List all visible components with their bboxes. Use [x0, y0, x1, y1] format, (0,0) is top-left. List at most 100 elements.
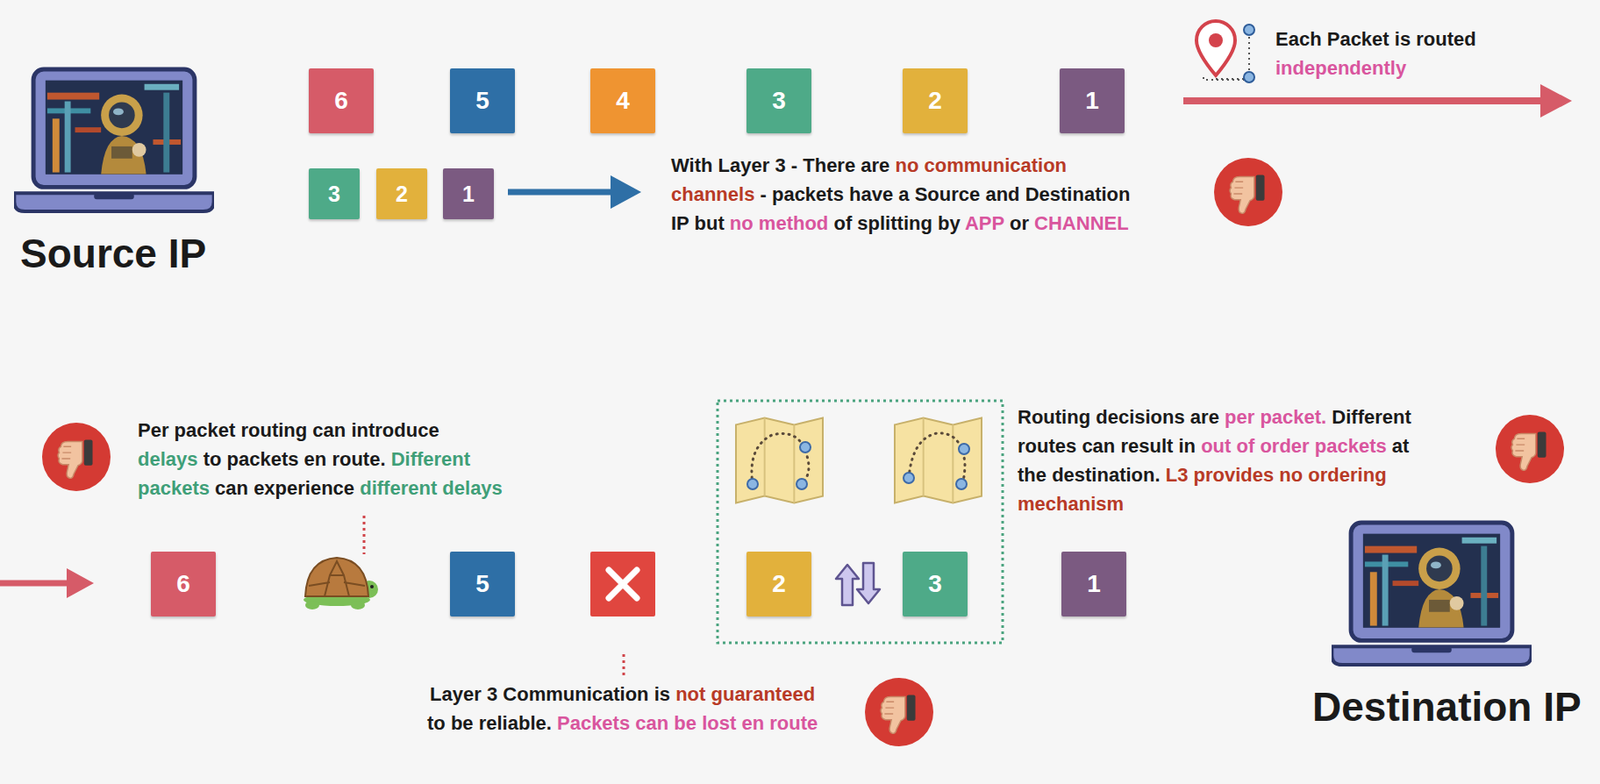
text-run: are — [1190, 406, 1220, 429]
text-run: to — [427, 712, 446, 735]
text-run: and — [985, 183, 1020, 206]
source-laptop — [14, 69, 214, 212]
packet-number: 2 — [771, 571, 786, 597]
text-run: L3 — [1165, 464, 1189, 486]
route-map — [894, 417, 982, 503]
text-run: packets — [137, 477, 210, 500]
packet-box: 2 — [902, 68, 968, 134]
text-run: can — [1081, 435, 1115, 458]
thumbs-down-icon — [1214, 157, 1283, 227]
note-text: Per packet routing can introduce delays … — [137, 415, 503, 503]
text-run: ordering — [1307, 464, 1386, 486]
swap-icon — [835, 563, 880, 606]
incoming-arrow — [0, 568, 94, 599]
text-run: IP — [1542, 684, 1581, 730]
text-run: the — [1017, 464, 1047, 486]
text-run: There — [802, 154, 856, 177]
packet-number: 2 — [395, 183, 408, 206]
send-arrow — [507, 175, 642, 209]
text-run: can — [214, 477, 249, 500]
packet-number: 6 — [176, 571, 191, 597]
packet-number: 3 — [928, 571, 943, 597]
text-run: decisions — [1095, 406, 1185, 429]
text-run: at — [1392, 435, 1410, 458]
text-run: Source — [20, 230, 158, 277]
text-run: routing — [240, 419, 308, 442]
text-run: not — [675, 683, 706, 706]
text-run: out — [1200, 435, 1231, 458]
turtle-icon — [303, 557, 379, 610]
packet-box: 5 — [450, 68, 515, 134]
text-run: 3 — [774, 154, 786, 177]
text-run: en — [304, 448, 328, 471]
text-run: Different — [1331, 406, 1411, 429]
text-run: packets — [771, 183, 844, 206]
text-run: independently — [1275, 57, 1407, 79]
packet-number: 5 — [475, 571, 490, 597]
text-run: Destination — [1312, 684, 1532, 730]
note-text: Each Packet is routed independently — [1275, 24, 1477, 83]
packet-number: 6 — [334, 88, 349, 114]
text-run: routes — [1017, 435, 1077, 458]
text-run: route — [769, 712, 818, 735]
text-run: reliable. — [478, 712, 552, 735]
leader-line — [363, 515, 366, 555]
packet-number: 4 — [615, 88, 630, 114]
text-run: - — [791, 154, 798, 177]
text-run: Communication — [502, 683, 649, 706]
text-run: is — [1394, 28, 1411, 50]
text-run: Each — [1275, 28, 1322, 50]
packet-number: 2 — [928, 88, 943, 114]
text-run: - — [760, 183, 767, 206]
text-run: Layer — [718, 154, 771, 177]
packet-number: 1 — [462, 183, 475, 206]
text-run: 3 — [486, 683, 498, 706]
text-run: provides — [1193, 464, 1275, 486]
text-run: IP — [671, 212, 689, 235]
packet-box: 1 — [442, 168, 494, 220]
thumbs-down-icon — [42, 422, 111, 492]
text-run: packets — [1314, 435, 1387, 458]
text-run: guaranteed — [711, 683, 816, 706]
text-run: splitting — [857, 212, 933, 235]
packet-box: 3 — [746, 68, 812, 134]
text-run: Different — [391, 448, 471, 471]
reorder-region — [717, 400, 1003, 643]
packet-number: 3 — [771, 88, 786, 114]
packet-number: 5 — [475, 88, 490, 114]
text-run: no — [894, 154, 919, 177]
packet-box: 1 — [1061, 551, 1127, 617]
text-run: Packet — [1327, 28, 1390, 50]
text-run: order — [1259, 435, 1309, 458]
text-run: to — [203, 448, 222, 471]
text-run: channels — [671, 183, 755, 206]
text-run: destination. — [1051, 464, 1160, 486]
text-run: lost — [701, 712, 736, 735]
note-text: Routing decisions are per packet. Differ… — [1017, 402, 1412, 519]
text-run: Destination — [1025, 183, 1131, 206]
text-run: With — [671, 154, 713, 177]
text-run: en — [741, 712, 765, 735]
text-run: experience — [253, 477, 355, 500]
text-run: are — [860, 154, 890, 177]
packet-box: 2 — [746, 551, 812, 617]
route-map — [735, 417, 823, 503]
text-run: delays — [442, 477, 503, 500]
text-run: no — [729, 212, 754, 235]
text-run: no — [1278, 464, 1303, 486]
text-run: can — [312, 419, 346, 442]
text-run: of — [1235, 435, 1255, 458]
packet-box: 2 — [376, 168, 428, 220]
text-run: communication — [923, 154, 1067, 177]
leader-line — [622, 654, 626, 678]
note-text: With Layer 3 - There are no communicatio… — [671, 150, 1130, 238]
note-text: Layer 3 Communication is not guaranteed … — [427, 679, 818, 738]
text-run: method — [758, 212, 829, 235]
text-run: Source — [914, 183, 981, 206]
text-run: route. — [331, 448, 386, 471]
packet-box: 5 — [450, 551, 515, 617]
text-run: introduce — [350, 419, 439, 442]
endpoint-label: Source IP — [20, 230, 207, 278]
text-run: in — [1178, 435, 1196, 458]
